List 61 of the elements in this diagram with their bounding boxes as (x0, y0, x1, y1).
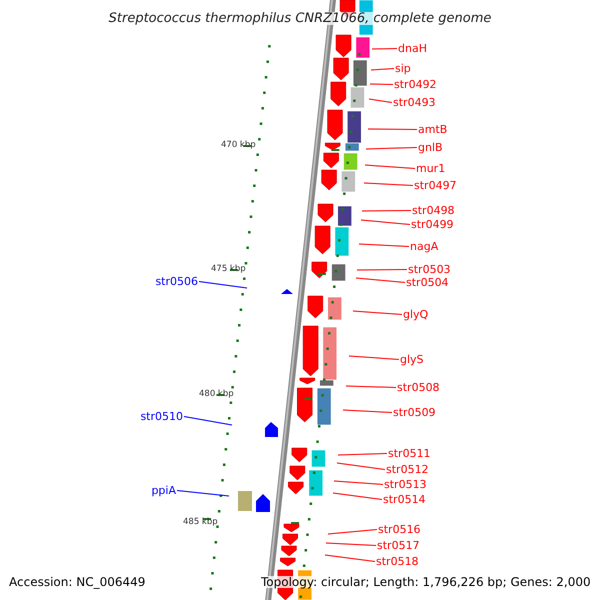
leader-line (356, 278, 406, 283)
gene-label: str0493 (393, 97, 436, 108)
gene-label: str0512 (386, 464, 429, 475)
gene-label: str0513 (384, 479, 427, 490)
leader-line (332, 492, 382, 500)
leader-line (362, 210, 412, 212)
leader-line (326, 542, 376, 546)
leader-line (372, 48, 398, 50)
leader-line (346, 386, 396, 388)
gene-label: mur1 (416, 163, 446, 174)
leader-line (360, 220, 410, 225)
leader-line (336, 462, 386, 470)
gene-label: str0514 (383, 494, 426, 505)
gene-label: glyS (400, 354, 424, 365)
scale-label: 470 kbp (221, 141, 256, 150)
gene-label: dnaH (398, 43, 427, 54)
leader-line (358, 244, 410, 247)
gene-label: str0498 (412, 205, 455, 216)
gene-label: str0504 (406, 277, 449, 288)
leader-line (366, 147, 418, 150)
gene-label: str0511 (388, 448, 431, 459)
gene-label: glyQ (403, 309, 428, 320)
gene-label: amtB (418, 124, 448, 135)
gene-label: ppiA (151, 485, 176, 496)
scale-label: 480 kbp (199, 390, 234, 398)
gene-label: gnlB (418, 142, 443, 153)
title: Streptococcus thermophilus CNRZ1066, complete genome (108, 11, 492, 26)
gene-label: str0517 (377, 540, 420, 551)
leader-line (364, 182, 414, 186)
gene-label: str0508 (397, 382, 440, 393)
leader-line (368, 128, 418, 130)
gene-label: nagA (410, 241, 438, 252)
leader-line (334, 480, 384, 485)
leader-line (356, 269, 408, 270)
gene-label: str0503 (408, 264, 451, 275)
leader-line (352, 310, 402, 315)
accession-note: Accession: NC_006449 (9, 576, 146, 588)
gene-label: str0499 (411, 219, 454, 230)
gene-label: sip (395, 63, 411, 74)
leader-line (338, 453, 388, 456)
scale-label: 475 kbp (211, 265, 246, 274)
leader-line (342, 410, 392, 413)
gene-label: str0492 (394, 79, 437, 90)
gene-label: str0518 (376, 556, 419, 567)
gene-label: str0506 (155, 276, 198, 287)
gene-label: str0510 (140, 411, 183, 422)
leader-line (368, 98, 392, 103)
leader-line (370, 68, 394, 70)
leader-line (348, 356, 400, 360)
gene-label: str0497 (414, 180, 457, 191)
leader-line (198, 281, 248, 288)
leader-line (176, 490, 230, 496)
leader-line (324, 554, 376, 562)
leader-line (370, 84, 394, 85)
summary-note: Topology: circular; Length: 1,796,226 bp; Genes: 2,000 (261, 576, 591, 588)
scale-label: 485 kbp (183, 518, 218, 526)
gene-label: str0516 (378, 524, 421, 535)
leader-line (364, 164, 416, 169)
gene-label: str0509 (393, 407, 436, 418)
leader-line (184, 416, 232, 426)
leader-line (328, 529, 378, 534)
